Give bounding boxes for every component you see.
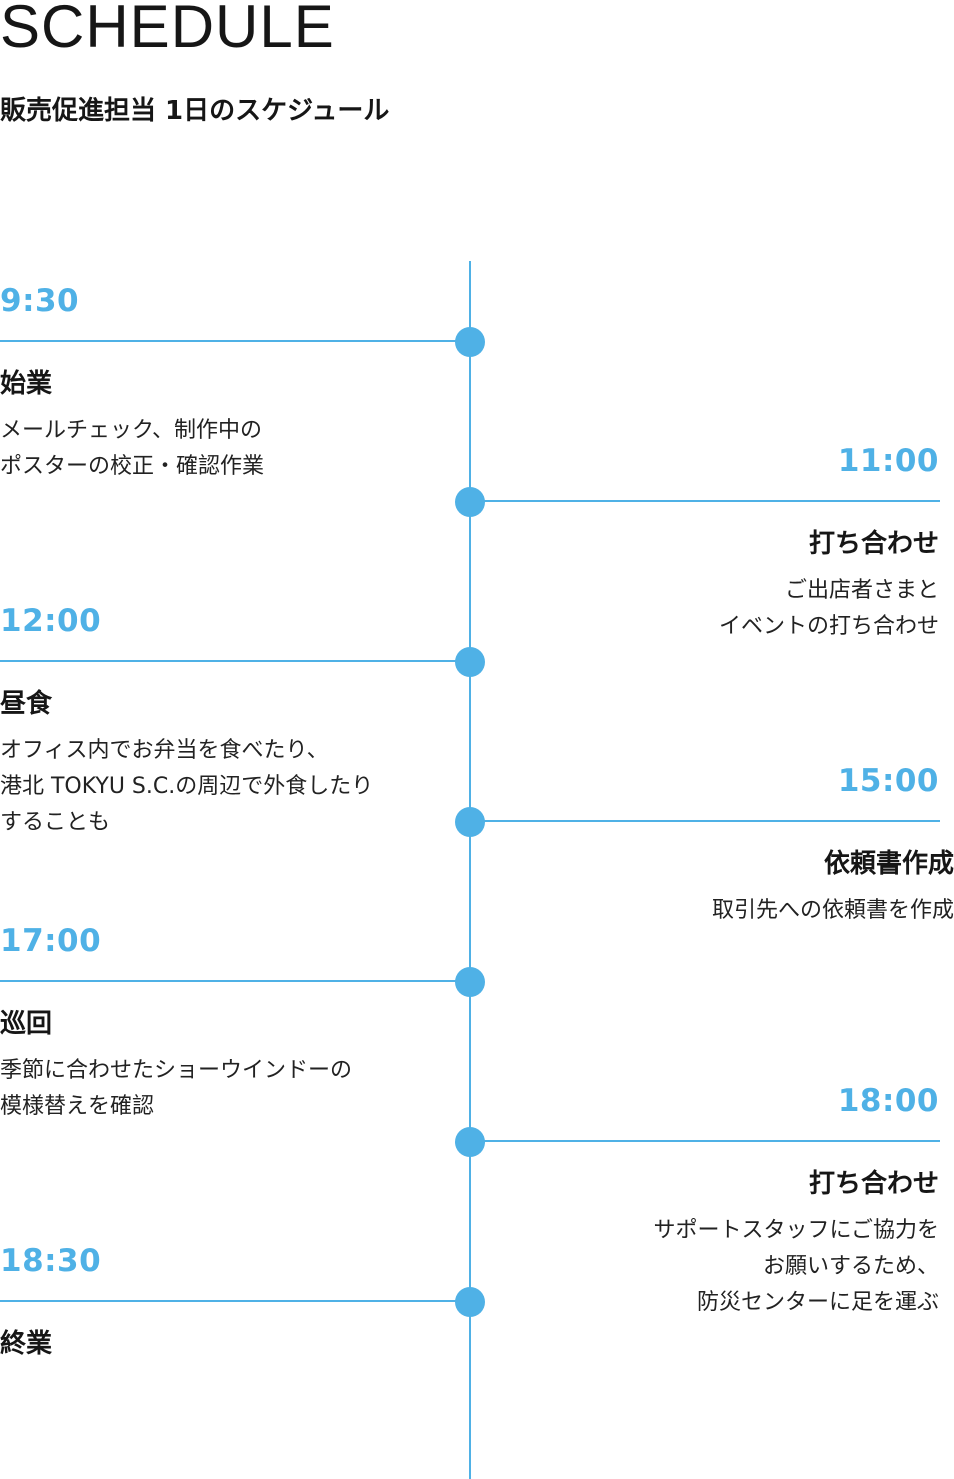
timeline-axis (469, 261, 471, 1479)
entry-time: 18:00 (837, 1083, 939, 1119)
entry-time: 15:00 (837, 763, 939, 799)
entry-connector-line (0, 1300, 470, 1302)
entry-time: 17:00 (0, 923, 102, 959)
entry-connector-line (470, 500, 940, 502)
entry-title: 打ち合わせ (808, 1169, 939, 1199)
entry-description: ご出店者さまと イベントの打ち合わせ (718, 578, 939, 639)
entry-connector-line (0, 980, 470, 982)
entry-title: 巡回 (0, 1009, 53, 1039)
timeline-node (455, 967, 485, 997)
entry-title: 依頼書作成 (823, 849, 954, 879)
timeline-node (455, 487, 485, 517)
entry-description: 季節に合わせたショーウインドーの 模様替えを確認 (0, 1058, 353, 1119)
page-subtitle: 販売促進担当 1日のスケジュール (0, 96, 390, 126)
timeline-node (455, 1287, 485, 1317)
entry-time: 11:00 (837, 443, 939, 479)
entry-title: 打ち合わせ (808, 529, 939, 559)
entry-title: 昼食 (0, 689, 53, 719)
timeline-node (455, 1127, 485, 1157)
entry-description: オフィス内でお弁当を食べたり、 港北 TOKYU S.C.の周辺で外食したり す… (0, 738, 374, 835)
timeline-node (455, 327, 485, 357)
entry-title: 終業 (0, 1329, 53, 1359)
timeline-node (455, 647, 485, 677)
entry-connector-line (470, 820, 940, 822)
entry-connector-line (470, 1140, 940, 1142)
timeline-node (455, 807, 485, 837)
entry-description: 取引先への依頼書を作成 (711, 898, 954, 923)
entry-time: 9:30 (0, 283, 80, 319)
page-title: SCHEDULE (0, 0, 335, 60)
entry-description: サポートスタッフにご協力を お願いするため、 防災センターに足を運ぶ (653, 1218, 939, 1315)
entry-time: 12:00 (0, 603, 102, 639)
entry-description: メールチェック、制作中の ポスターの校正・確認作業 (0, 418, 265, 479)
entry-time: 18:30 (0, 1243, 102, 1279)
entry-title: 始業 (0, 369, 53, 399)
entry-connector-line (0, 660, 470, 662)
entry-connector-line (0, 340, 470, 342)
